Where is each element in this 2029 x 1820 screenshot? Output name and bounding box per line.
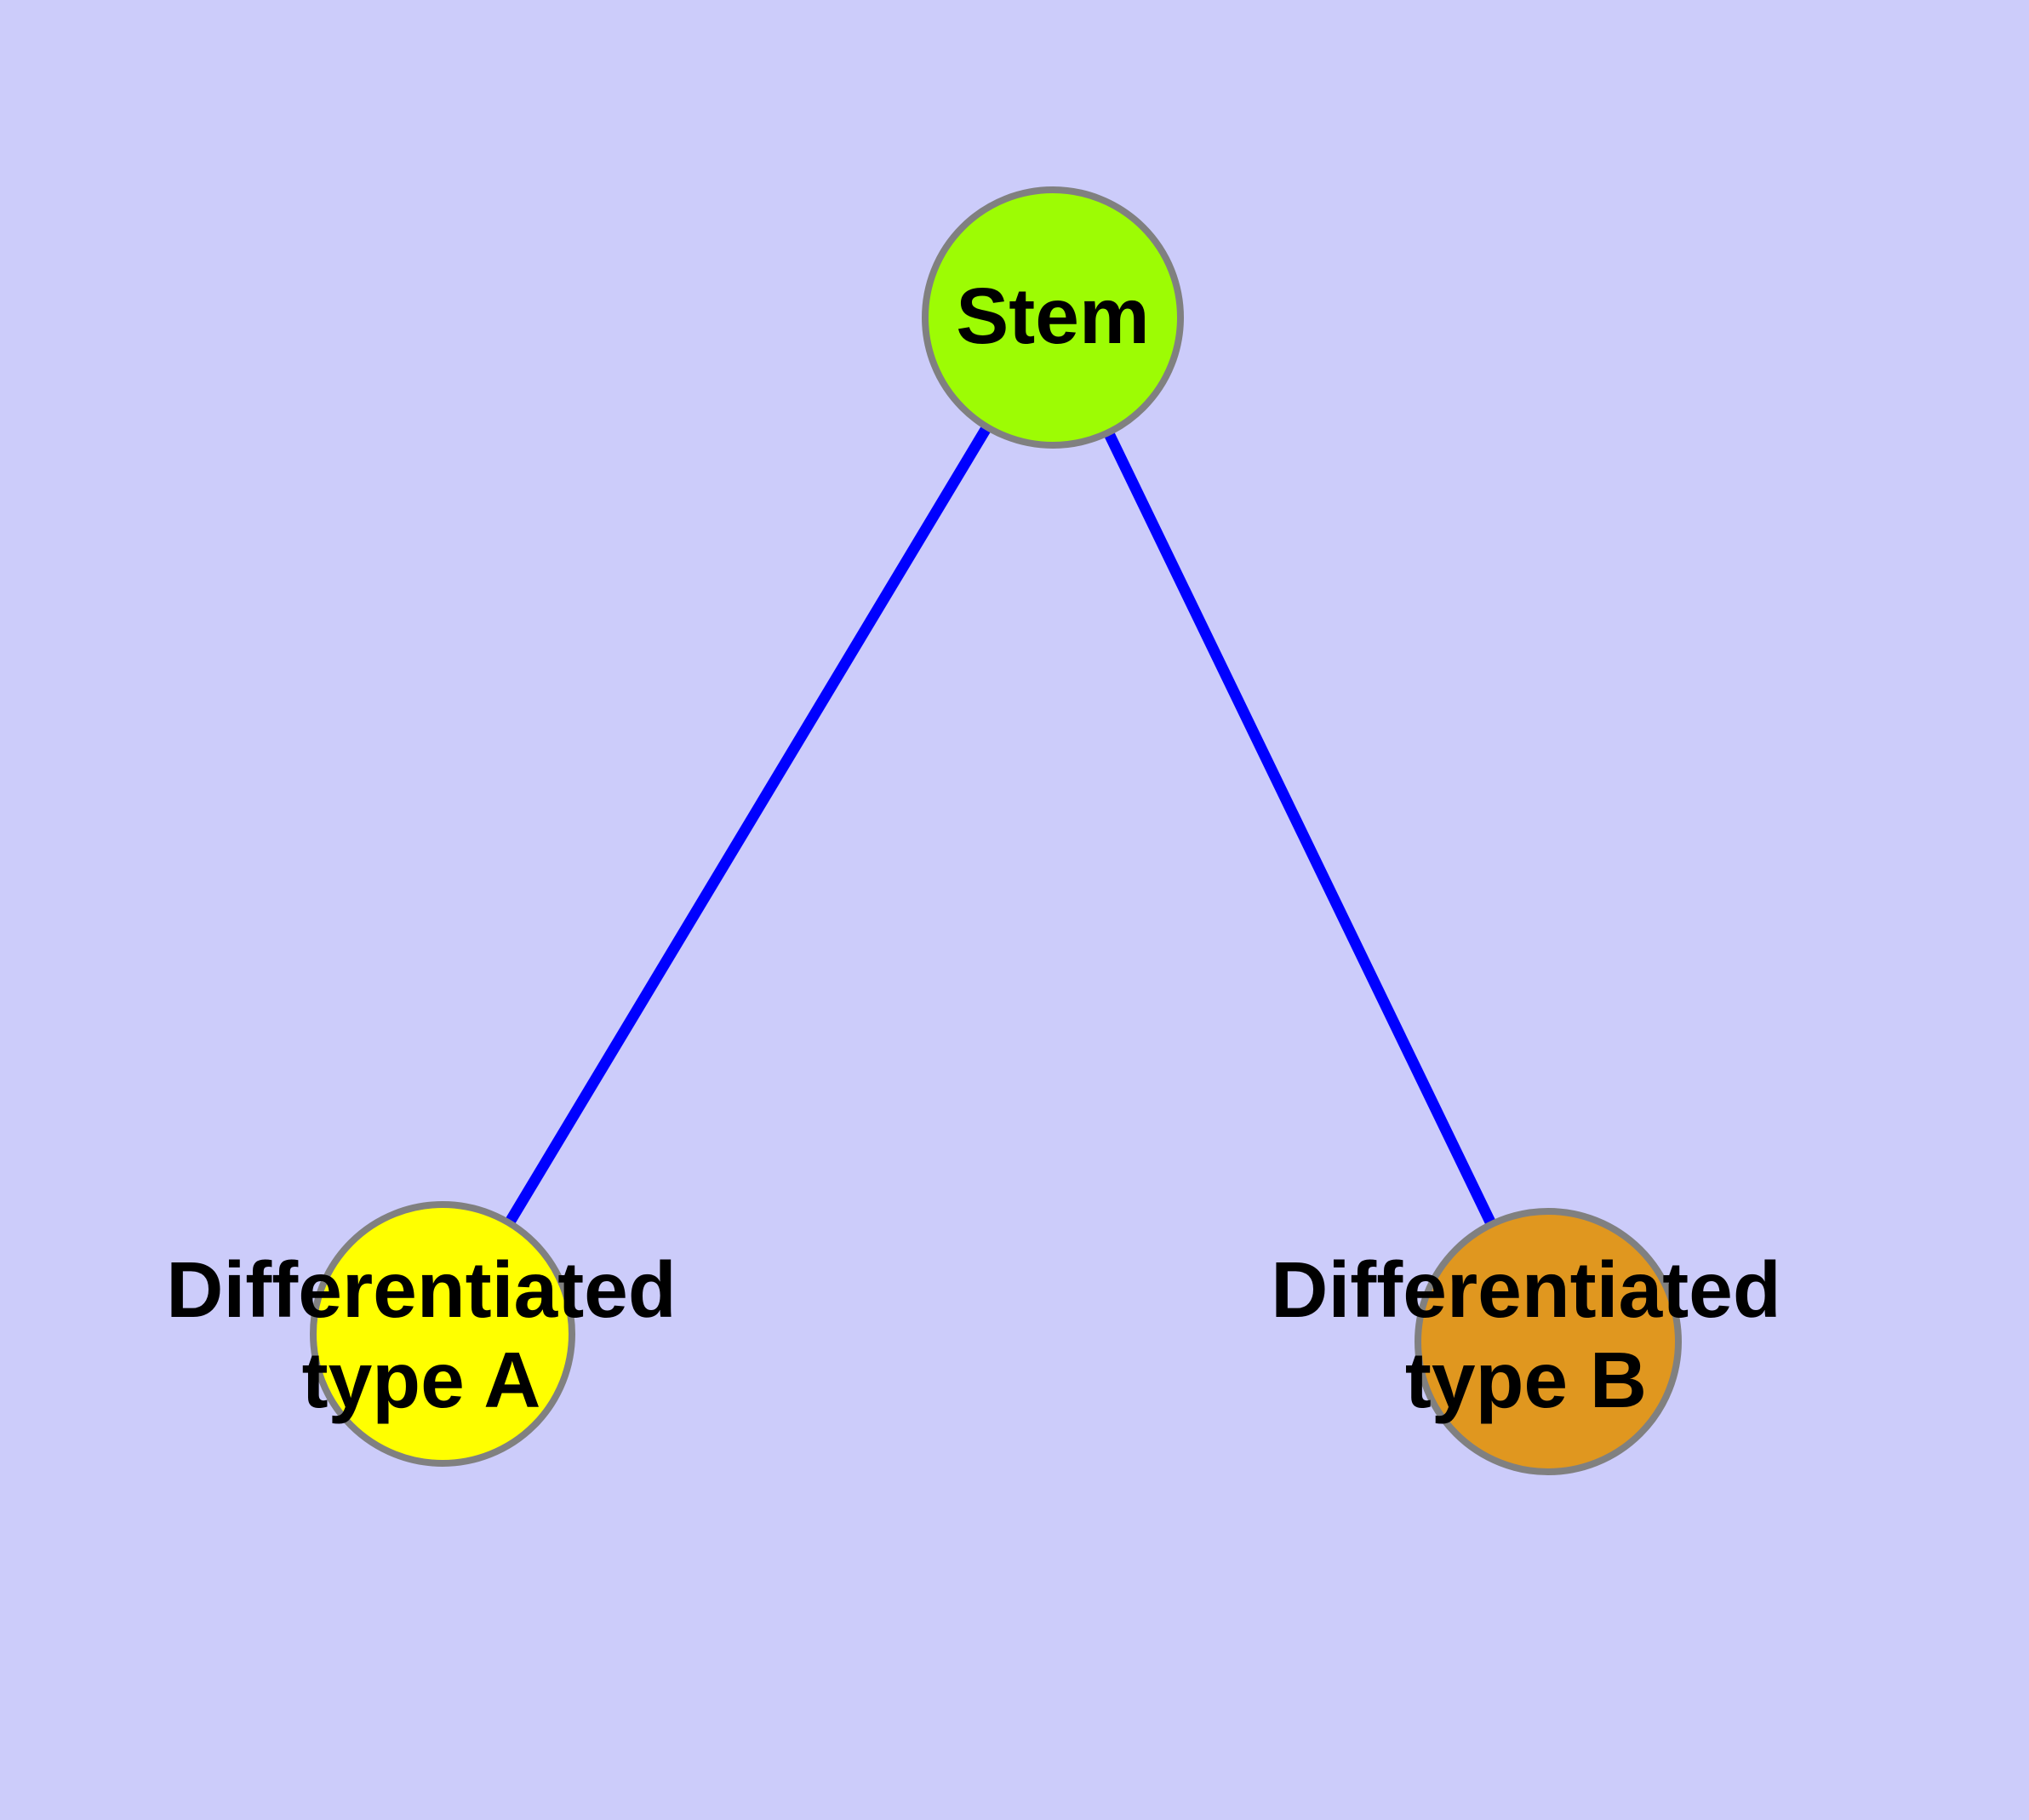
- node-differentiated-type-b[interactable]: [1415, 1208, 1682, 1475]
- node-stem-label-line1: Stem: [956, 272, 1149, 360]
- node-type-b-label-line2: type B: [1405, 1336, 1647, 1424]
- node-type-a-label-line1: Differentiated: [166, 1245, 676, 1334]
- node-type-b-circle[interactable]: [1415, 1208, 1682, 1475]
- node-type-a-label-line2: type A: [302, 1336, 541, 1424]
- edge-stem-to-type-b[interactable]: [1048, 315, 1553, 1344]
- node-type-a-circle[interactable]: [310, 1201, 575, 1467]
- nodes-group: Stem Differentiated type A Differentiate…: [166, 186, 1781, 1475]
- node-stem-circle[interactable]: [922, 186, 1184, 449]
- node-stem[interactable]: Stem: [922, 186, 1184, 449]
- node-type-b-label-line1: Differentiated: [1271, 1245, 1780, 1334]
- node-type-b-label: Differentiated type B: [1271, 1245, 1780, 1424]
- node-differentiated-type-a[interactable]: [310, 1201, 575, 1467]
- edges-group: [437, 314, 1553, 1344]
- edge-stem-to-type-a[interactable]: [437, 314, 1058, 1337]
- node-type-a-label: Differentiated type A: [166, 1245, 676, 1424]
